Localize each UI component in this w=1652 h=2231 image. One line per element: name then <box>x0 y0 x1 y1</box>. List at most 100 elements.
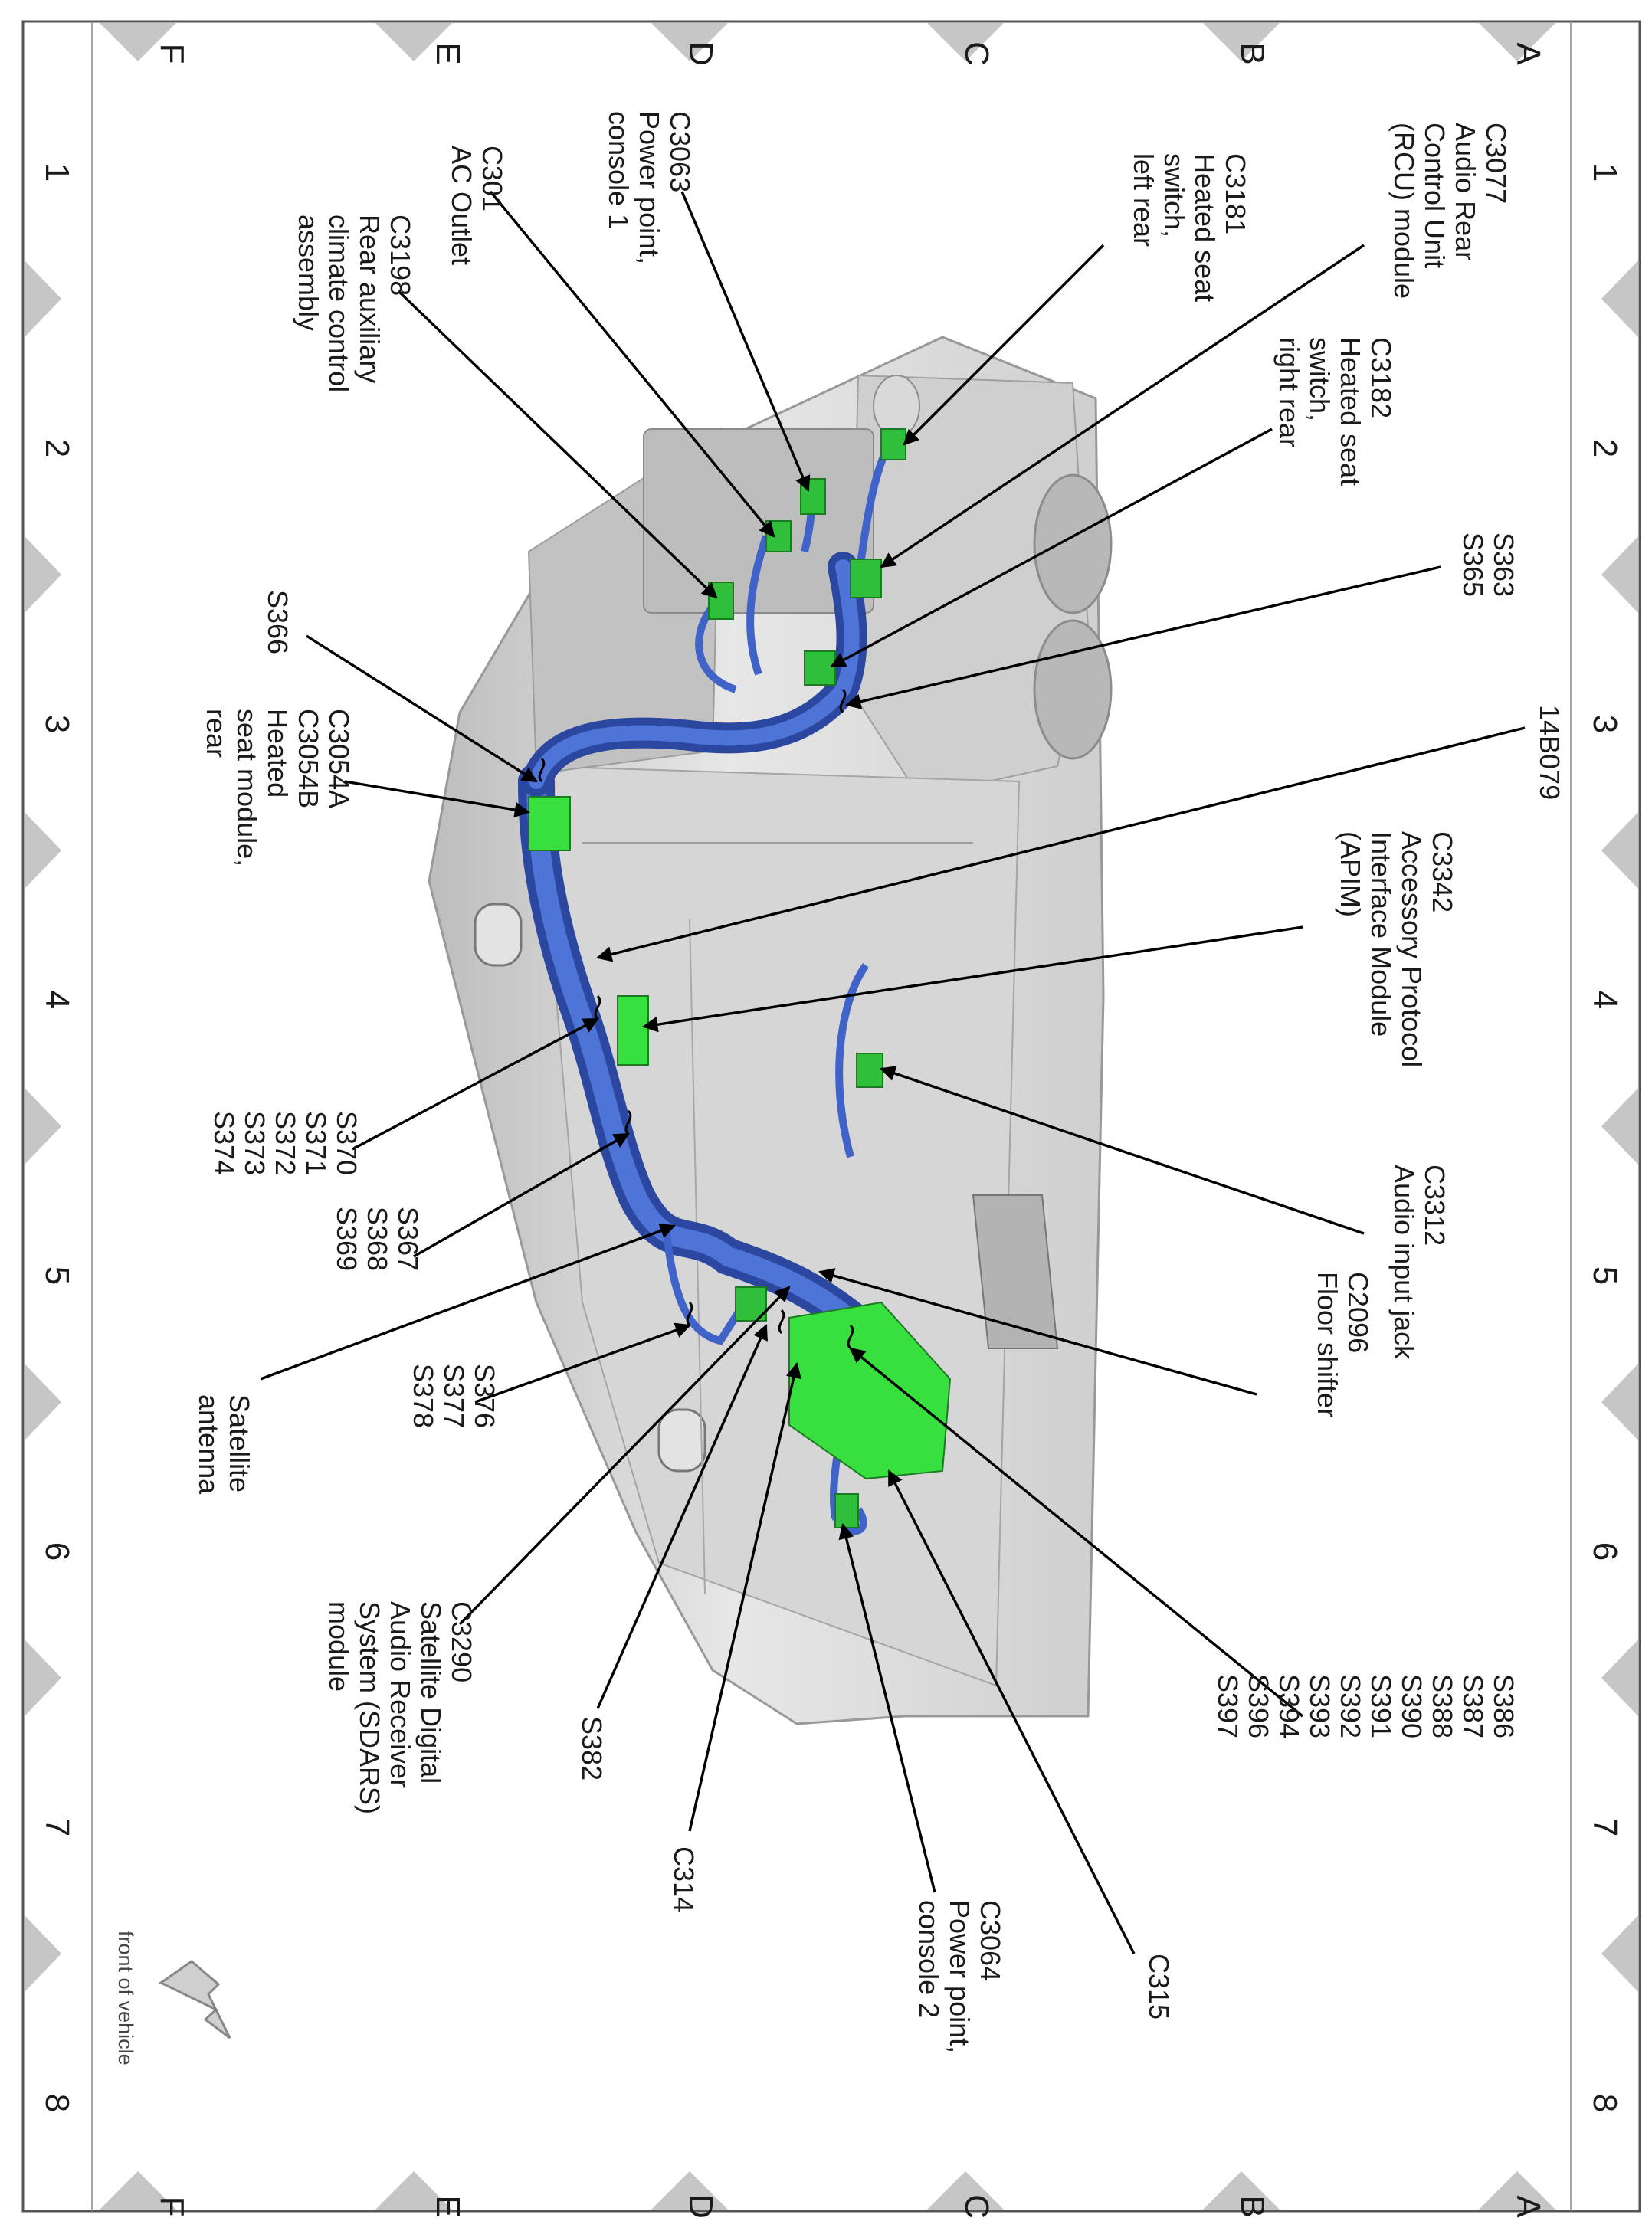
callout-c3312: C3312Audio input jack <box>1388 1165 1450 1360</box>
connector-c3077 <box>850 559 882 598</box>
grid-letter-label: B <box>1234 42 1271 64</box>
callout-line: S377 <box>438 1364 470 1428</box>
leader-c3182 <box>830 428 1273 668</box>
callout-satant: Satelliteantenna <box>193 1394 255 1495</box>
callout-line: S366 <box>262 590 293 654</box>
grid-letter-label: A <box>1509 42 1547 65</box>
connector-c3054 <box>528 796 571 851</box>
callout-line: S393 <box>1304 1674 1336 1738</box>
leader-c301 <box>489 190 775 538</box>
callout-c3054: C3054AC3054BHeatedseat module,rear <box>201 709 355 867</box>
splice-markers <box>538 688 854 1350</box>
grid-marker-left <box>25 1088 61 1165</box>
grid-number-label: 2 <box>1586 439 1624 457</box>
connector-c3064 <box>834 1493 859 1528</box>
grid-zone-markers <box>25 23 1638 2210</box>
callout-line: C3054A <box>323 709 355 808</box>
leader-lines <box>260 190 1526 1954</box>
leader-c3064 <box>838 1523 936 1893</box>
grid-letter-label: F <box>153 2197 191 2217</box>
grid-marker-top <box>100 23 176 61</box>
grid-marker-bottom <box>100 2171 176 2210</box>
slot-front <box>657 1408 706 1473</box>
callout-line: Audio Rear <box>1450 123 1481 260</box>
callout-c3342: C3342Accessory ProtocolInterface Module(… <box>1335 831 1458 1067</box>
callout-line: S378 <box>408 1364 439 1428</box>
callout-c2096: C2096Floor shifter <box>1312 1272 1374 1417</box>
harness-thin-branch <box>746 535 770 676</box>
callout-line: Rear auxiliary <box>354 215 385 383</box>
leader-s370 <box>352 1017 599 1151</box>
leader-c3054 <box>344 780 531 818</box>
grid-letter-label: D <box>682 41 719 66</box>
callout-s366: S366 <box>262 590 293 654</box>
grid-number-label: 3 <box>1586 715 1624 733</box>
callout-line: C3063 <box>664 111 696 192</box>
grid-marker-right <box>1601 260 1638 337</box>
callout-s382: S382 <box>576 1716 608 1781</box>
grid-marker-left <box>25 1364 61 1440</box>
callout-line: C3054B <box>293 709 324 808</box>
console-panel-opening <box>643 428 874 614</box>
diagram-frame <box>21 20 1641 2213</box>
leader-14b079 <box>596 726 1526 962</box>
leader-c3181 <box>903 244 1105 446</box>
connector-sdars-module-body <box>788 1301 952 1480</box>
callout-line: console 2 <box>913 1900 945 2018</box>
callout-line: S397 <box>1212 1674 1244 1738</box>
callout-line: S373 <box>239 1111 270 1175</box>
connector-c3342 <box>617 995 649 1066</box>
leader-c3342 <box>641 925 1303 1033</box>
callout-line: S368 <box>362 1207 393 1271</box>
grid-marker-top <box>651 23 728 61</box>
callout-line: C3077 <box>1480 123 1512 204</box>
leader-c314 <box>688 1362 801 1832</box>
callout-c3077: C3077Audio RearControl Unit(RCU) module <box>1388 123 1512 299</box>
grid-letter-label: E <box>429 2195 467 2217</box>
splice-s386 <box>847 1324 854 1350</box>
leader-s367 <box>413 1132 630 1258</box>
harness-thin-branch <box>835 963 870 1158</box>
harness-trunk-highlight <box>526 772 868 1335</box>
harness-rear-branch-highlight <box>529 559 860 789</box>
grid-number-label: 6 <box>1586 1542 1624 1561</box>
callout-line: switch, <box>1159 153 1190 238</box>
splice-s370 <box>594 994 601 1020</box>
grid-number-label: 7 <box>1586 1818 1624 1836</box>
callout-line: climate control <box>323 215 355 392</box>
leader-satant <box>260 1223 676 1381</box>
callout-line: Satellite <box>224 1394 255 1492</box>
grid-letter-label: C <box>958 2194 995 2219</box>
grid-number-label: 5 <box>1586 1266 1624 1285</box>
callout-line: switch, <box>1304 337 1336 421</box>
leader-s376 <box>474 1322 691 1404</box>
grid-marker-bottom <box>927 2171 1004 2210</box>
callout-c3181: C3181Heated seatswitch,left rear <box>1128 153 1251 302</box>
cupholder-1 <box>1033 473 1113 614</box>
callout-line: Heated seat <box>1189 153 1221 302</box>
grid-number-label: 1 <box>38 163 76 182</box>
grid-number-label: 5 <box>38 1266 76 1285</box>
grid-letter-label: A <box>1509 2195 1547 2218</box>
grid-marker-left <box>25 812 61 889</box>
callout-line: Power point, <box>634 111 665 264</box>
wiring-harness <box>518 442 893 1535</box>
front-arrow-icon <box>159 1960 231 2039</box>
grid-marker-top <box>1479 23 1555 61</box>
connector-c301 <box>765 520 792 552</box>
grid-number-label: 8 <box>38 2094 76 2112</box>
callout-line: System (SDARS) <box>354 1601 385 1814</box>
callout-line: AC Outlet <box>446 146 477 265</box>
splice-s363 <box>839 688 847 714</box>
cupholder-2 <box>1033 619 1113 760</box>
callout-line: console 1 <box>603 111 634 229</box>
leader-c3290 <box>458 1286 791 1626</box>
callout-line: S376 <box>469 1364 500 1428</box>
callout-line: C3182 <box>1365 337 1397 418</box>
callout-c3064: C3064Power point,console 2 <box>913 1900 1006 2053</box>
connector-c3181 <box>880 428 906 460</box>
front-of-vehicle-indicator: front of vehicle <box>114 1931 231 2066</box>
grid-letter-label: E <box>429 42 467 64</box>
callout-line: assembly <box>293 215 324 331</box>
